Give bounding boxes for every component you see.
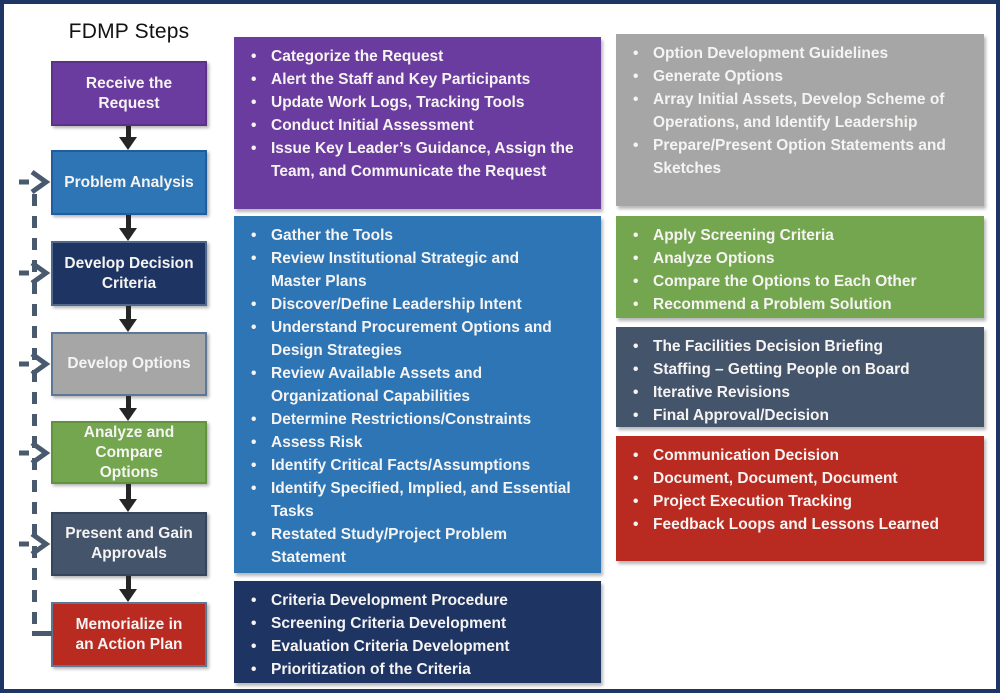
- panel-develop-options-details: Option Development GuidelinesGenerate Op…: [616, 34, 984, 206]
- list-item: Generate Options: [616, 65, 976, 88]
- page-title: FDMP Steps: [68, 20, 190, 43]
- list-item: Understand Procurement Options and Desig…: [234, 316, 593, 362]
- list-item: Assess Risk: [234, 431, 593, 454]
- flow-step-develop-decision-criteria: Develop Decision Criteria: [51, 241, 207, 306]
- list-item: Discover/Define Leadership Intent: [234, 293, 593, 316]
- list-item: Categorize the Request: [234, 45, 593, 68]
- bullet-list: Categorize the RequestAlert the Staff an…: [234, 37, 601, 183]
- down-arrow-icon: [119, 576, 137, 602]
- list-item: Iterative Revisions: [616, 381, 976, 404]
- list-item: Restated Study/Project Problem Statement: [234, 523, 593, 569]
- list-item: Option Development Guidelines: [616, 42, 976, 65]
- list-item: Apply Screening Criteria: [616, 224, 976, 247]
- list-item: Compare the Options to Each Other: [616, 270, 976, 293]
- bullet-list: Criteria Development ProcedureScreening …: [234, 581, 601, 681]
- list-item: Criteria Development Procedure: [234, 589, 593, 612]
- flow-step-memorialize-in-an-action-plan: Memorialize in an Action Plan: [51, 602, 207, 667]
- feedback-arrow-icon: [19, 440, 51, 466]
- list-item: Gather the Tools: [234, 224, 593, 247]
- list-item: Recommend a Problem Solution: [616, 293, 976, 316]
- list-item: Identify Critical Facts/Assumptions: [234, 454, 593, 477]
- list-item: Alert the Staff and Key Participants: [234, 68, 593, 91]
- list-item: Determine Restrictions/Constraints: [234, 408, 593, 431]
- feedback-dashed-line: [32, 194, 37, 632]
- list-item: Document, Document, Document: [616, 467, 976, 490]
- list-item: Analyze Options: [616, 247, 976, 270]
- feedback-arrow-icon: [19, 169, 51, 195]
- list-item: Evaluation Criteria Development: [234, 635, 593, 658]
- list-item: Issue Key Leader’s Guidance, Assign the …: [234, 137, 593, 183]
- panel-present-and-gain-approvals-details: The Facilities Decision BriefingStaffing…: [616, 327, 984, 427]
- panel-problem-analysis-details: Gather the ToolsReview Institutional Str…: [234, 216, 601, 573]
- list-item: Review Available Assets and Organization…: [234, 362, 593, 408]
- panel-receive-the-request-details: Categorize the RequestAlert the Staff an…: [234, 37, 601, 209]
- flow-step-develop-options: Develop Options: [51, 332, 207, 396]
- down-arrow-icon: [119, 126, 137, 150]
- list-item: Staffing – Getting People on Board: [616, 358, 976, 381]
- panel-develop-decision-criteria-details: Criteria Development ProcedureScreening …: [234, 581, 601, 683]
- list-item: Identify Specified, Implied, and Essenti…: [234, 477, 593, 523]
- list-item: Final Approval/Decision: [616, 404, 976, 427]
- list-item: Review Institutional Strategic and Maste…: [234, 247, 593, 293]
- down-arrow-icon: [119, 396, 137, 421]
- flow-step-receive-the-request: Receive the Request: [51, 61, 207, 126]
- panel-memorialize-in-an-action-plan-details: Communication DecisionDocument, Document…: [616, 436, 984, 561]
- flow-step-present-and-gain-approvals: Present and Gain Approvals: [51, 512, 207, 576]
- bullet-list: The Facilities Decision BriefingStaffing…: [616, 327, 984, 427]
- panel-analyze-and-compare-options-details: Apply Screening CriteriaAnalyze OptionsC…: [616, 216, 984, 318]
- bullet-list: Communication DecisionDocument, Document…: [616, 436, 984, 536]
- feedback-arrow-icon: [19, 260, 51, 286]
- down-arrow-icon: [119, 215, 137, 241]
- list-item: Feedback Loops and Lessons Learned: [616, 513, 976, 536]
- list-item: Screening Criteria Development: [234, 612, 593, 635]
- list-item: Communication Decision: [616, 444, 976, 467]
- list-item: Update Work Logs, Tracking Tools: [234, 91, 593, 114]
- down-arrow-icon: [119, 484, 137, 512]
- list-item: The Facilities Decision Briefing: [616, 335, 976, 358]
- list-item: Prioritization of the Criteria: [234, 658, 593, 681]
- bullet-list: Option Development GuidelinesGenerate Op…: [616, 34, 984, 180]
- feedback-arrow-icon: [19, 531, 51, 557]
- down-arrow-icon: [119, 306, 137, 332]
- feedback-line-connector: [32, 631, 52, 636]
- flow-step-problem-analysis: Problem Analysis: [51, 150, 207, 215]
- flow-step-analyze-and-compare-options: Analyze and Compare Options: [51, 421, 207, 484]
- feedback-arrow-icon: [19, 351, 51, 377]
- list-item: Project Execution Tracking: [616, 490, 976, 513]
- list-item: Array Initial Assets, Develop Scheme of …: [616, 88, 976, 134]
- list-item: Conduct Initial Assessment: [234, 114, 593, 137]
- bullet-list: Gather the ToolsReview Institutional Str…: [234, 216, 601, 569]
- list-item: Prepare/Present Option Statements and Sk…: [616, 134, 976, 180]
- bullet-list: Apply Screening CriteriaAnalyze OptionsC…: [616, 216, 984, 316]
